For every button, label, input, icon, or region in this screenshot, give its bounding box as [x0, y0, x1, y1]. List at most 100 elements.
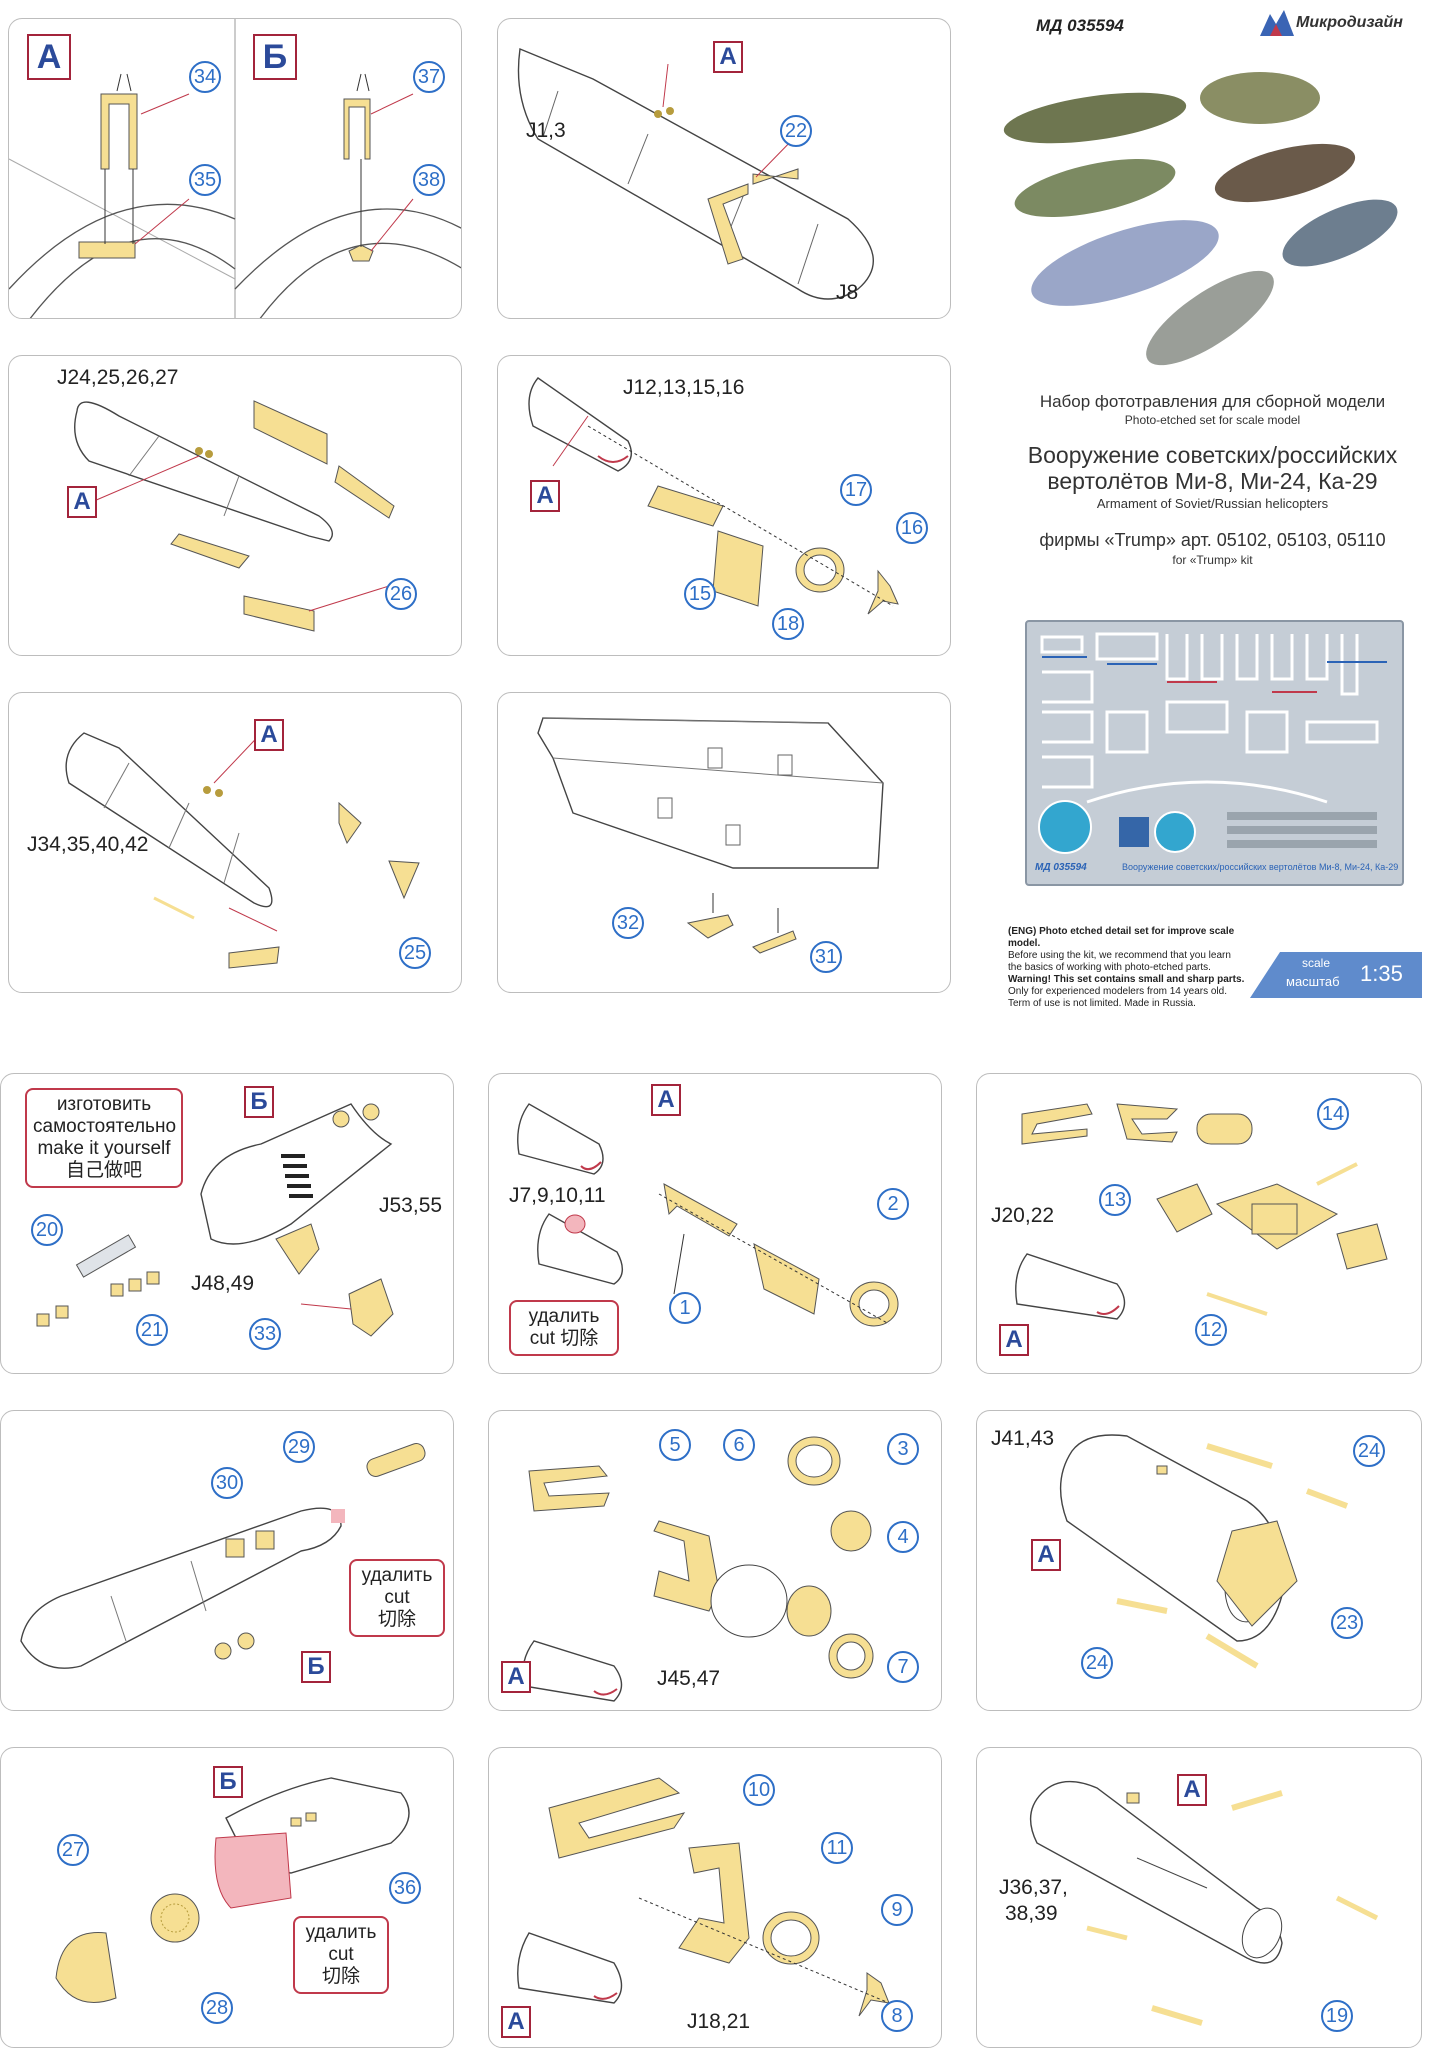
part-number: 23 — [1331, 1607, 1363, 1639]
j-label: J36,37, — [999, 1876, 1068, 1899]
note-line: самостоятельно — [33, 1116, 177, 1137]
marker-a: А — [27, 34, 71, 80]
panel-11-drawing — [522, 1436, 874, 1702]
marker-a: А — [651, 1084, 681, 1116]
part-number: 25 — [399, 937, 431, 969]
marker-a: А — [1031, 1539, 1061, 1571]
note-line: 自己做吧 — [65, 1160, 142, 1181]
panel-2-drawing — [517, 48, 874, 300]
part-number: 15 — [684, 578, 716, 610]
note-line: cut 切除 — [529, 1328, 599, 1349]
marker-a: А — [67, 486, 97, 518]
panel-13-drawing — [55, 1777, 410, 2003]
part-number: 19 — [1321, 2000, 1353, 2032]
panel-15-bomb: А J36,37, 38,39 19 — [976, 1747, 1422, 2048]
part-number: 27 — [57, 1834, 89, 1866]
make-it-yourself-note: изготовить самостоятельно make it yourse… — [25, 1088, 183, 1188]
marker-a: А — [999, 1324, 1029, 1356]
part-number: 32 — [612, 907, 644, 939]
panel-13-rocket-launcher: Б 27 36 удалить cut 切除 28 — [0, 1747, 454, 2048]
part-number: 36 — [389, 1872, 421, 1904]
part-number: 9 — [881, 1894, 913, 1926]
panel-1-clamp-detail: А Б 34 35 37 38 — [8, 18, 462, 319]
j-label: J48,49 — [191, 1272, 255, 1295]
j-label: J24,25,26,27 — [57, 366, 179, 389]
panel-2-pod: А J1,3 J8 22 — [497, 18, 951, 319]
disclaimer-line: Before using the kit, we recommend that … — [1008, 950, 1231, 961]
marker-b: Б — [253, 34, 297, 80]
marker-a: А — [1177, 1774, 1207, 1806]
product-photo-collage — [1003, 72, 1398, 366]
note-line: 切除 — [321, 1966, 360, 1987]
j-label: J18,21 — [687, 2010, 751, 2033]
part-number: 28 — [201, 1992, 233, 2024]
part-number: 30 — [211, 1467, 243, 1499]
disclaimer-line: Term of use is not limited. Made in Russ… — [1008, 998, 1196, 1009]
part-number: 31 — [810, 941, 842, 973]
brand-name: Микродизайн — [1296, 14, 1403, 31]
part-number: 4 — [887, 1521, 919, 1553]
part-number: 38 — [413, 164, 445, 196]
part-number: 14 — [1317, 1098, 1349, 1130]
part-number: 1 — [669, 1292, 701, 1324]
panel-14-drawing — [517, 1777, 890, 2017]
kit-ru: фирмы «Trump» арт. 05102, 05103, 05110 — [1039, 530, 1386, 550]
part-number: 24 — [1081, 1647, 1113, 1679]
j-label: J41,43 — [991, 1427, 1055, 1450]
panel-9-drawing — [1015, 1103, 1388, 1320]
note-line: cut — [384, 1587, 410, 1608]
marker-a: А — [501, 2006, 531, 2038]
product-header: МД 035594 Микродизайн Набор фототравлени… — [1000, 8, 1425, 1009]
note-line: удалить — [305, 1922, 377, 1943]
marker-a: А — [713, 41, 743, 73]
part-number: 26 — [385, 578, 417, 610]
panel-15-drawing — [1029, 1780, 1379, 2026]
disclaimer-line: Warning! This set contains small and sha… — [1008, 974, 1245, 985]
subject-en: Armament of Soviet/Russian helicopters — [1096, 496, 1329, 511]
panel-3-drawing — [74, 400, 395, 632]
scale-badge-bg — [1250, 952, 1422, 998]
part-number: 29 — [283, 1431, 315, 1463]
part-number: 24 — [1353, 1435, 1385, 1467]
kit-en: for «Trump» kit — [1172, 553, 1253, 567]
cut-note: удалить cut 切除 — [509, 1300, 619, 1356]
title-ru: Набор фототравления для сборной модели — [1039, 392, 1386, 411]
panel-8-rocket: А J7,9,10,11 удалить cut 切除 2 1 — [488, 1073, 942, 1374]
part-number: 13 — [1099, 1184, 1131, 1216]
scale-label-en: scale — [1302, 956, 1331, 970]
j-label: J1,3 — [526, 119, 566, 142]
disclaimer-line: Only for experienced modelers from 14 ye… — [1008, 986, 1227, 997]
note-line: изготовить — [56, 1094, 152, 1115]
part-number: 2 — [877, 1188, 909, 1220]
part-number: 20 — [31, 1214, 63, 1246]
panel-10-bomb: 29 30 удалить cut 切除 Б — [0, 1410, 454, 1711]
j-label: J53,55 — [379, 1194, 443, 1217]
note-line: cut — [328, 1944, 354, 1965]
photo-etch-fret: МД 035594 Вооружение советских/российски… — [1025, 620, 1404, 886]
part-number: 18 — [772, 608, 804, 640]
part-number: 3 — [887, 1433, 919, 1465]
j-label: J45,47 — [657, 1667, 721, 1690]
panel-10-drawing — [20, 1443, 426, 1669]
panel-3-pod: J24,25,26,27 А 26 — [8, 355, 462, 656]
disclaimer-line: the basics of working with photo-etched … — [1008, 962, 1211, 973]
note-line: 切除 — [377, 1609, 416, 1630]
part-number: 34 — [189, 61, 221, 93]
scale-value: 1:35 — [1360, 961, 1403, 986]
panel-7-drawing — [36, 1103, 394, 1337]
note-line: удалить — [361, 1565, 433, 1586]
part-number: 12 — [1195, 1314, 1227, 1346]
part-number: 21 — [136, 1314, 168, 1346]
j-label: J34,35,40,42 — [27, 833, 149, 856]
disclaimer-line: (ENG) Photo etched detail set for improv… — [1008, 926, 1235, 949]
part-number: 8 — [881, 2000, 913, 2032]
marker-a: А — [501, 1661, 531, 1693]
panel-5-drawing — [65, 724, 420, 969]
j-label: J8 — [836, 281, 859, 304]
panel-1-drawing — [9, 19, 461, 318]
product-code: МД 035594 — [1036, 16, 1124, 35]
panel-5-pod: А J34,35,40,42 25 — [8, 692, 462, 993]
fret-code: МД 035594 — [1035, 862, 1087, 873]
j-label: J12,13,15,16 — [623, 376, 745, 399]
panel-12-drawing — [1059, 1434, 1349, 1669]
